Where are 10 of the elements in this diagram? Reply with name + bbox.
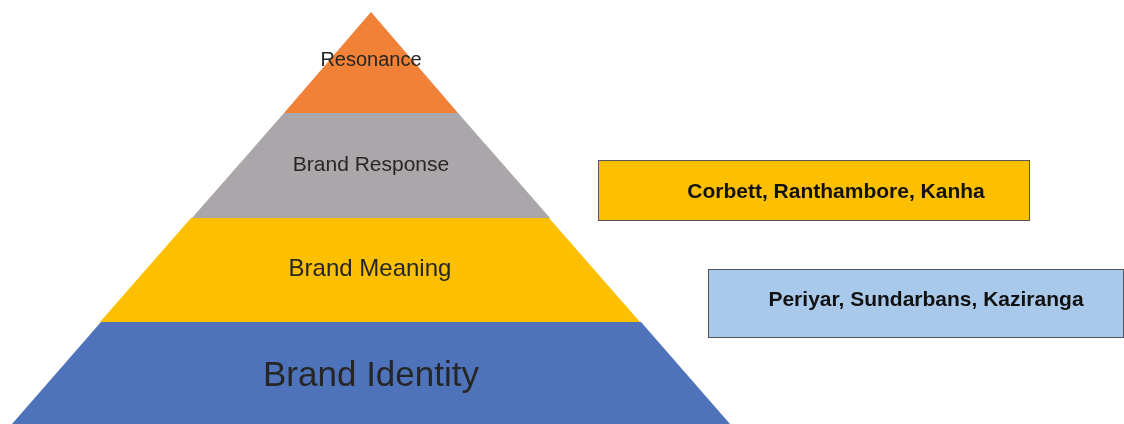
text-box <box>708 269 1124 338</box>
box-text: Corbett, Ranthambore, Kanha <box>686 179 986 203</box>
level-label: Brand Identity <box>262 354 480 394</box>
level-label: Brand Meaning <box>287 253 453 282</box>
level-label: Brand Response <box>291 152 451 177</box>
box-text: Periyar, Sundarbans, Kaziranga <box>767 287 1085 311</box>
pyramid-level <box>100 218 640 322</box>
pyramid-level <box>192 113 550 218</box>
pyramid-level <box>12 322 730 424</box>
text-box <box>598 160 1030 221</box>
